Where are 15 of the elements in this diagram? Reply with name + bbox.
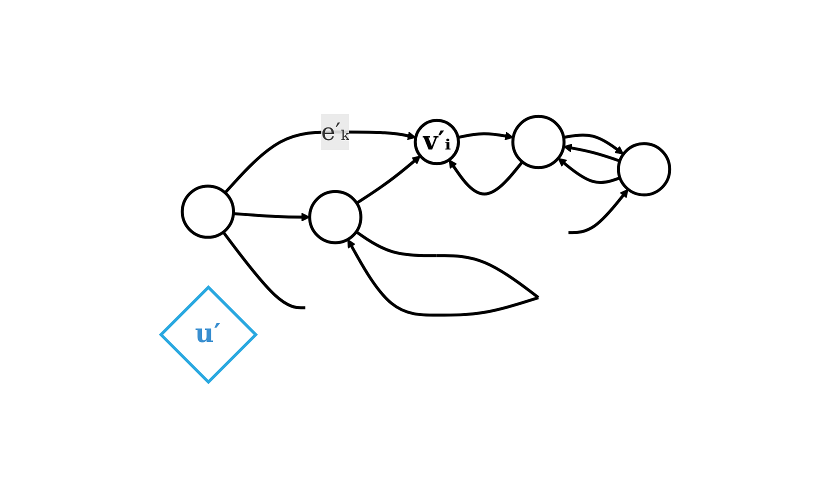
node-circle — [308, 190, 362, 245]
node-circle — [616, 142, 671, 197]
arrow — [568, 189, 628, 235]
arrow — [232, 212, 310, 222]
node-circle — [511, 115, 566, 170]
node-circle: v′ᵢ — [413, 119, 460, 166]
arrow — [448, 160, 524, 196]
node-circle — [180, 185, 235, 240]
arrow — [457, 132, 514, 141]
arrow — [356, 156, 420, 205]
arrow — [562, 144, 620, 163]
node-diamond: u′ — [158, 286, 258, 385]
arrow — [563, 134, 624, 155]
arrow — [557, 158, 620, 184]
connector — [222, 232, 305, 310]
